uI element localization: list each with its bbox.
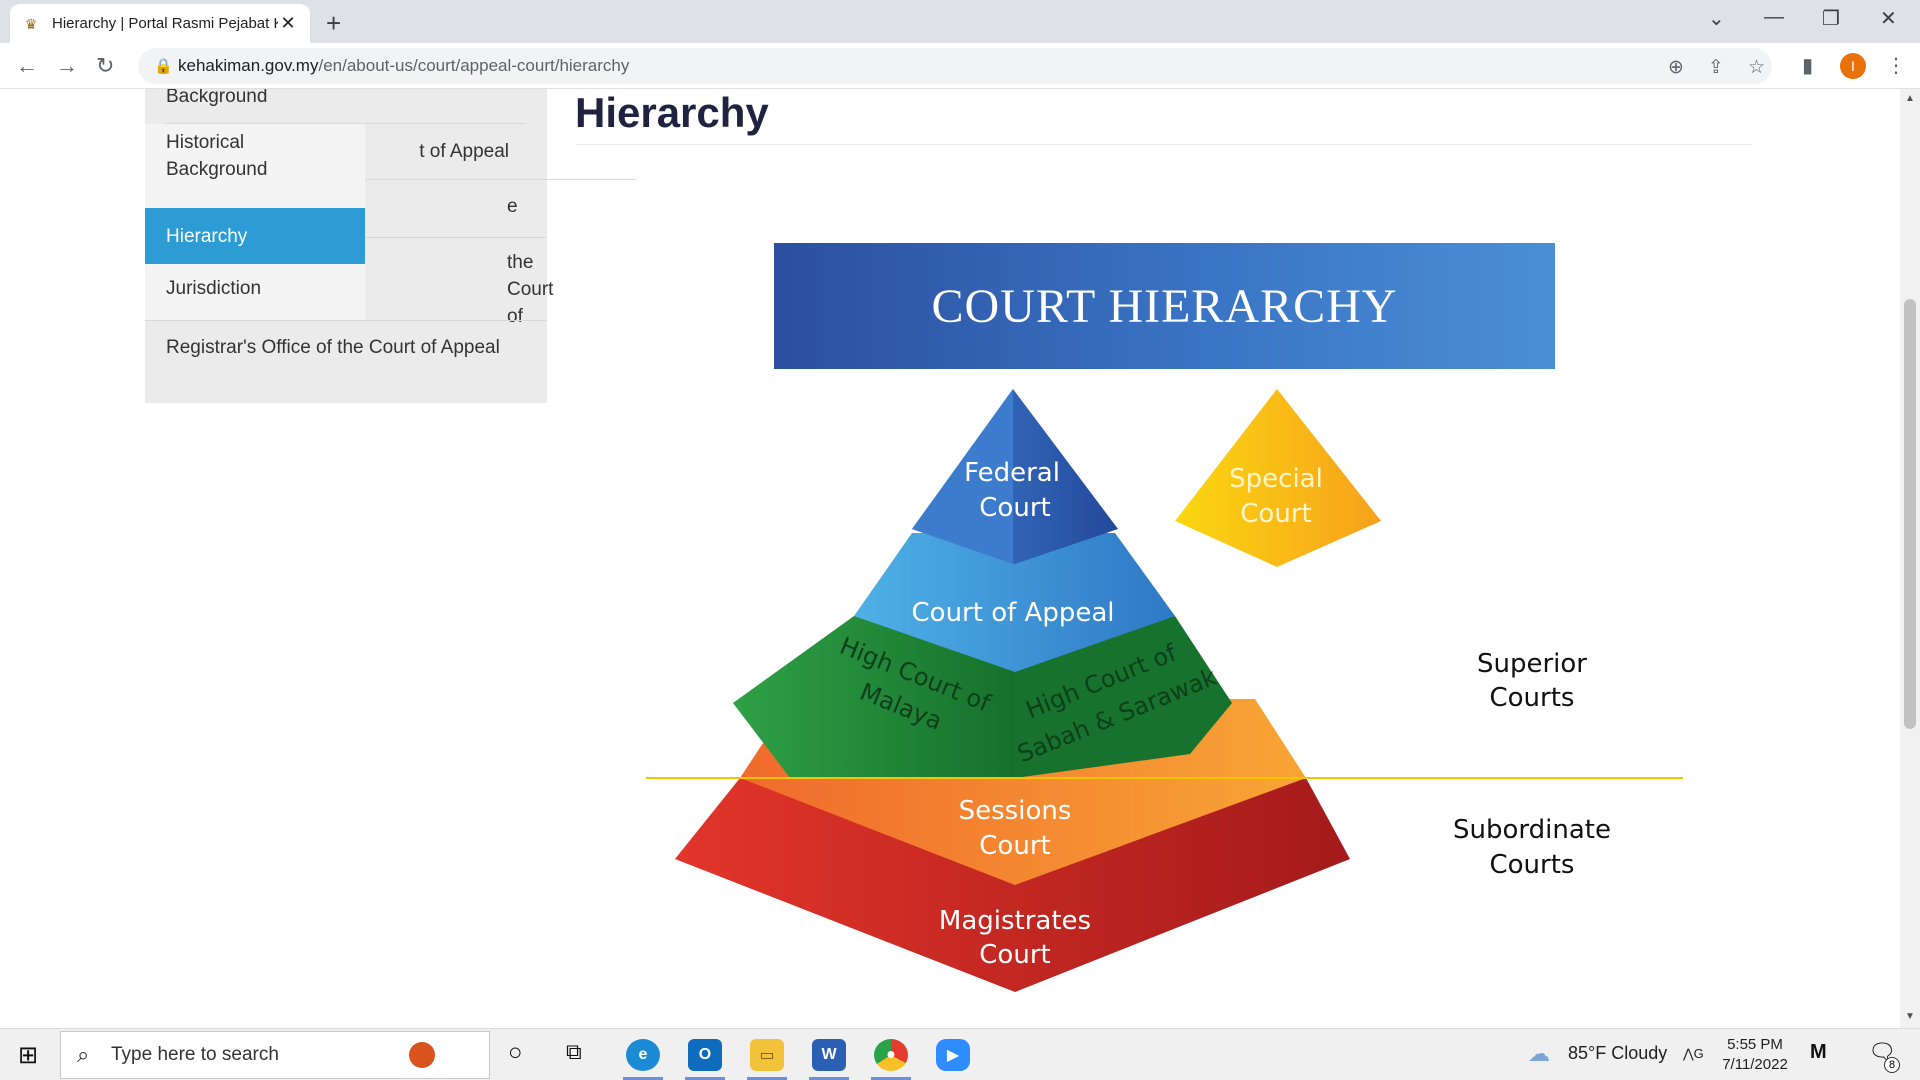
system-clock[interactable]: 5:55 PM 7/11/2022 [1700, 1035, 1810, 1075]
cloudy-weather-icon[interactable]: ☁ [1528, 1041, 1550, 1066]
active-app-indicator [809, 1077, 849, 1080]
scrollbar-thumb[interactable] [1904, 299, 1916, 729]
profile-avatar[interactable]: I [1840, 53, 1866, 79]
edge-browser-icon[interactable]: e [626, 1039, 660, 1071]
clock-time: 5:55 PM [1727, 1036, 1783, 1053]
bookmark-star-icon[interactable]: ☆ [1748, 57, 1766, 78]
special-court-label-2: Court [1240, 499, 1311, 529]
sidebar-item-partial[interactable]: e [507, 196, 518, 217]
windows-start-icon[interactable]: ⊞ [18, 1042, 39, 1069]
close-window-icon[interactable]: ✕ [1880, 8, 1897, 30]
browser-tab[interactable]: ♛ Hierarchy | Portal Rasmi Pejabat K ✕ [10, 4, 310, 43]
special-court-pyramid [1175, 389, 1381, 567]
sidebar-divider [166, 123, 526, 124]
share-icon[interactable]: ⇪ [1708, 57, 1724, 78]
superior-courts-label-1: Superior [1477, 649, 1587, 679]
sidebar-divider [166, 179, 636, 180]
zoom-app-icon[interactable]: ▶ [936, 1039, 970, 1071]
taskbar-search-box[interactable]: ⌕ Type here to search [60, 1031, 490, 1079]
lock-icon: 🔒 [154, 58, 173, 75]
sessions-court-label-1: Sessions [959, 796, 1072, 826]
clock-date: 7/11/2022 [1722, 1056, 1788, 1073]
sidebar-item-court-of-appeal[interactable]: t of Appeal [419, 141, 509, 162]
active-app-indicator [685, 1077, 725, 1080]
zoom-icon[interactable]: ⊕ [1668, 57, 1684, 78]
sidebar-item-background[interactable]: Background [166, 89, 268, 107]
magistrates-court-label-2: Court [979, 940, 1050, 970]
active-app-indicator [623, 1077, 663, 1080]
address-bar[interactable]: 🔒 kehakiman.gov.my/en/about-us/court/app… [138, 48, 1772, 84]
high-court-tier [733, 616, 1232, 778]
new-tab-button[interactable]: + [326, 8, 342, 38]
title-divider [575, 144, 1753, 145]
weather-text[interactable]: 85°F Cloudy [1568, 1043, 1668, 1063]
sidebar-item-registrar[interactable]: Registrar's Office of the Court of Appea… [166, 337, 500, 358]
chrome-icon[interactable]: ● [874, 1039, 908, 1071]
subordinate-courts-label-2: Courts [1490, 850, 1575, 880]
tab-title: Hierarchy | Portal Rasmi Pejabat K [52, 15, 278, 32]
url-text: kehakiman.gov.my/en/about-us/court/appea… [178, 56, 630, 75]
reload-icon[interactable]: ↻ [96, 53, 115, 78]
page-viewport: Background t of Appeal e the Court of Re… [0, 89, 1900, 1028]
word-icon[interactable]: W [812, 1039, 846, 1071]
menu-icon[interactable]: ⋮ [1886, 55, 1906, 77]
meet-now-icon[interactable]: M [1810, 1041, 1827, 1063]
dropdown-item-hierarchy[interactable]: Hierarchy [145, 208, 365, 264]
windows-taskbar: ⊞ ⌕ Type here to search ○ ⧉ e O ▭ W ● ▶ … [0, 1028, 1920, 1080]
subordinate-courts-label-1: Subordinate [1453, 815, 1611, 845]
dropdown-item-historical-background[interactable]: Historical Background [166, 132, 268, 180]
network-icon[interactable]: ⋀G [1683, 1046, 1704, 1061]
active-app-indicator [871, 1077, 911, 1080]
federal-court-tier [912, 389, 1118, 564]
page-scrollbar[interactable]: ▲ ▼ [1900, 89, 1920, 1028]
court-hierarchy-banner: COURT HIERARCHY [774, 243, 1555, 369]
search-highlight-icon [409, 1042, 435, 1068]
federal-court-label-1: Federal [964, 458, 1060, 488]
scroll-down-icon[interactable]: ▼ [1905, 1011, 1915, 1022]
court-of-appeal-tier [854, 533, 1175, 672]
taskbar-search-placeholder: Type here to search [111, 1044, 279, 1065]
search-icon: ⌕ [77, 1042, 90, 1067]
magistrates-court-label-1: Magistrates [939, 906, 1091, 936]
active-app-indicator [747, 1077, 787, 1080]
outlook-icon[interactable]: O [688, 1039, 722, 1071]
sidebar-divider [145, 320, 547, 321]
superior-courts-label-2: Courts [1490, 683, 1575, 713]
banner-title: COURT HIERARCHY [931, 279, 1398, 333]
sidebar-item-court-of[interactable]: the Court of [507, 252, 554, 327]
magistrates-court-tier [675, 778, 1350, 992]
special-court-label-1: Special [1229, 464, 1323, 494]
browser-toolbar: ← → ↻ 🔒 kehakiman.gov.my/en/about-us/cou… [0, 43, 1920, 89]
notification-count-badge: 8 [1884, 1057, 1900, 1073]
browser-titlebar: ♛ Hierarchy | Portal Rasmi Pejabat K ✕ +… [0, 0, 1920, 43]
court-of-appeal-label: Court of Appeal [912, 598, 1115, 628]
side-panel-icon[interactable]: ▮ [1802, 55, 1814, 77]
court-hierarchy-diagram: Federal Court Court of Appeal Sessions C… [646, 389, 1683, 992]
file-explorer-icon[interactable]: ▭ [750, 1039, 784, 1071]
federal-court-label-2: Court [979, 493, 1050, 523]
sessions-court-label-2: Court [979, 831, 1050, 861]
site-crest-icon: ♛ [24, 15, 38, 32]
cortana-icon[interactable]: ○ [508, 1039, 523, 1066]
dropdown-item-jurisdiction[interactable]: Jurisdiction [166, 278, 262, 299]
page-title: Hierarchy [575, 89, 769, 136]
close-tab-icon[interactable]: ✕ [280, 13, 296, 33]
task-view-icon[interactable]: ⧉ [566, 1039, 582, 1064]
sidebar-dropdown: Historical Background Hierarchy Jurisdic… [145, 124, 365, 320]
tab-search-icon[interactable]: ⌄ [1708, 8, 1725, 30]
back-icon[interactable]: ← [16, 53, 38, 78]
forward-icon[interactable]: → [56, 53, 78, 78]
restore-icon[interactable]: ❐ [1822, 8, 1840, 30]
minimize-icon[interactable]: — [1764, 6, 1784, 28]
scroll-up-icon[interactable]: ▲ [1905, 93, 1915, 104]
